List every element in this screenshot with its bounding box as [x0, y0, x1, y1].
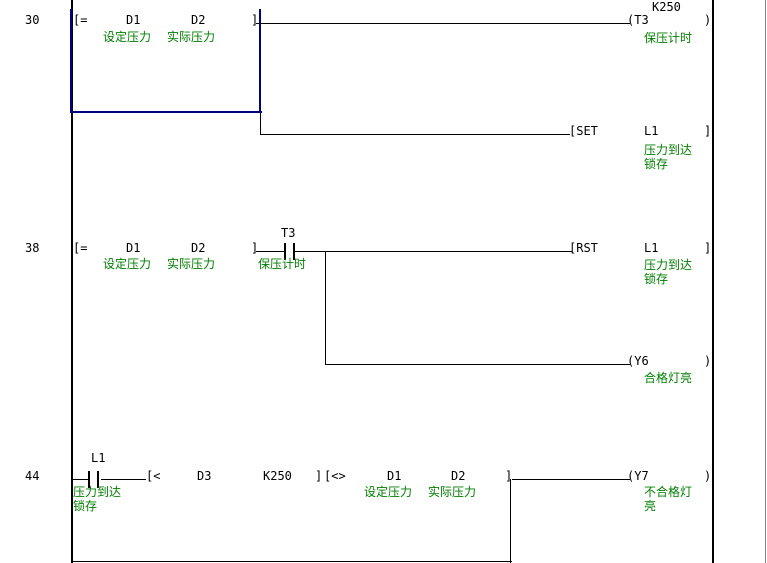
device-comment-d1: 设定压力 — [364, 485, 413, 499]
contact-t3-bar-right[interactable] — [293, 243, 295, 260]
contact-comment-l1-line1: 压力到达 — [73, 485, 122, 499]
rung38-branch-vertical — [325, 251, 326, 365]
device-comment-d2: 实际压力 — [167, 30, 216, 44]
compare-close-bracket: ] — [251, 241, 259, 255]
device-d1[interactable]: D1 — [126, 241, 141, 255]
rung44-parallel-branch-line — [72, 561, 512, 562]
device-d2[interactable]: D2 — [191, 241, 206, 255]
timer-constant[interactable]: K250 — [652, 0, 681, 14]
contact-l1-bar-left[interactable] — [88, 471, 90, 488]
device-d2[interactable]: D2 — [191, 13, 206, 27]
device-comment-d2: 实际压力 — [167, 257, 216, 271]
step-number: 38 — [25, 241, 40, 255]
output-coil-y6-close: ) — [704, 354, 712, 368]
rst-device-l1[interactable]: L1 — [644, 241, 659, 255]
set-instruction[interactable]: [SET — [569, 124, 598, 138]
output-coil-y7-close: ) — [704, 469, 712, 483]
contact-comment-l1-line2: 锁存 — [73, 499, 98, 513]
timer-coil-close: ) — [704, 13, 712, 27]
rung30-main-line — [256, 23, 630, 24]
constant-k250[interactable]: K250 — [263, 469, 292, 483]
output-coil-y7[interactable]: (Y7 — [627, 469, 649, 483]
contact-l1-bar-right[interactable] — [97, 471, 99, 488]
step-number: 30 — [25, 13, 40, 27]
step-number: 44 — [25, 469, 40, 483]
device-comment-d1: 设定压力 — [103, 30, 152, 44]
rung44-line-c — [512, 479, 630, 480]
set-device-comment-line2: 锁存 — [644, 157, 669, 171]
contact-comment-t3: 保压计时 — [258, 257, 307, 271]
compare-close-bracket: ] — [251, 13, 259, 27]
contact-device-l1[interactable]: L1 — [91, 451, 106, 465]
window-edge-line — [765, 0, 766, 563]
device-d1[interactable]: D1 — [126, 13, 141, 27]
rst-device-comment-line1: 压力到达 — [644, 258, 693, 272]
timer-coil-t3[interactable]: (T3 — [627, 13, 649, 27]
rung44-branch-vertical — [510, 479, 511, 563]
compare-open-bracket[interactable]: [= — [73, 241, 88, 255]
set-device-l1[interactable]: L1 — [644, 124, 659, 138]
rst-device-comment-line2: 锁存 — [644, 272, 669, 286]
device-d2[interactable]: D2 — [451, 469, 466, 483]
rst-instruction[interactable]: [RST — [569, 241, 598, 255]
output-coil-y6[interactable]: (Y6 — [627, 354, 649, 368]
device-comment-d1: 设定压力 — [103, 257, 152, 271]
compare-open-bracket[interactable]: [= — [73, 13, 88, 27]
left-power-rail — [71, 0, 73, 563]
selection-highlight-bottom — [70, 111, 262, 113]
compare2-close-bracket: ] — [505, 469, 513, 483]
contact-t3-bar-left[interactable] — [284, 243, 286, 260]
compare1-open-bracket[interactable]: [< — [146, 469, 161, 483]
coil-comment-t3: 保压计时 — [644, 31, 693, 45]
coil-comment-y7-line2: 亮 — [644, 499, 657, 513]
compare1-close-bracket: ] — [315, 469, 323, 483]
rung44-line-a — [73, 479, 89, 480]
rst-close-bracket: ] — [704, 241, 712, 255]
selection-highlight-left — [70, 9, 72, 113]
coil-comment-y7-line1: 不合格灯 — [644, 485, 693, 499]
coil-comment-y6: 合格灯亮 — [644, 371, 693, 385]
device-d3[interactable]: D3 — [197, 469, 212, 483]
contact-device-t3[interactable]: T3 — [281, 226, 296, 240]
device-comment-d2: 实际压力 — [428, 485, 477, 499]
device-d1[interactable]: D1 — [387, 469, 402, 483]
compare2-open-bracket[interactable]: [<> — [324, 469, 346, 483]
set-device-comment-line1: 压力到达 — [644, 143, 693, 157]
rung30-branch-line — [260, 134, 570, 135]
rung38-branch-line — [325, 364, 630, 365]
rung38-line-a — [256, 251, 285, 252]
rung38-line-b — [295, 251, 572, 252]
right-power-rail — [712, 0, 714, 563]
rung44-line-b — [101, 479, 146, 480]
selection-highlight-right — [259, 9, 261, 113]
set-close-bracket: ] — [704, 124, 712, 138]
